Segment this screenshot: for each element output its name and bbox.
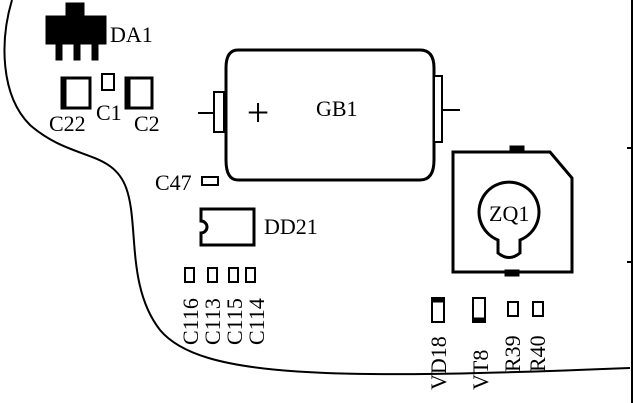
zq1-label: ZQ1: [489, 201, 529, 226]
dd21-chip: [199, 207, 256, 247]
c113-label: C113: [200, 298, 225, 345]
dd21-label: DD21: [264, 214, 318, 239]
c116-capacitor: [184, 267, 195, 283]
c115-label: C115: [222, 298, 247, 345]
c22-capacitor: [60, 76, 92, 110]
vd18-label: VD18: [426, 336, 451, 390]
c116-label: C116: [178, 298, 203, 345]
r39-label: R39: [500, 335, 525, 372]
r40-resistor: [532, 301, 544, 317]
c114-capacitor: [245, 267, 256, 283]
gb1-polarity-sign: +: [247, 90, 270, 135]
gb1-battery: [198, 48, 460, 182]
c1-capacitor: [101, 73, 115, 91]
vd18-diode: [431, 297, 445, 323]
c22-label: C22: [49, 111, 86, 136]
vt8-transistor: [472, 297, 486, 323]
c1-label: C1: [96, 100, 122, 125]
c2-label: C2: [134, 111, 160, 136]
vt8-label: VT8: [468, 350, 493, 390]
r40-label: R40: [525, 335, 550, 372]
c113-capacitor: [207, 267, 218, 283]
gb1-label: GB1: [316, 96, 358, 121]
c2-capacitor: [124, 76, 154, 110]
c47-label: C47: [155, 170, 192, 195]
c115-capacitor: [228, 267, 239, 283]
board-outline: [3, 0, 631, 376]
zq1-crystal: [451, 145, 574, 277]
da1-label: DA1: [110, 22, 153, 47]
c114-label: C114: [244, 298, 269, 345]
da1-regulator: [45, 2, 107, 61]
r39-resistor: [507, 301, 519, 317]
c47-capacitor: [201, 176, 219, 186]
